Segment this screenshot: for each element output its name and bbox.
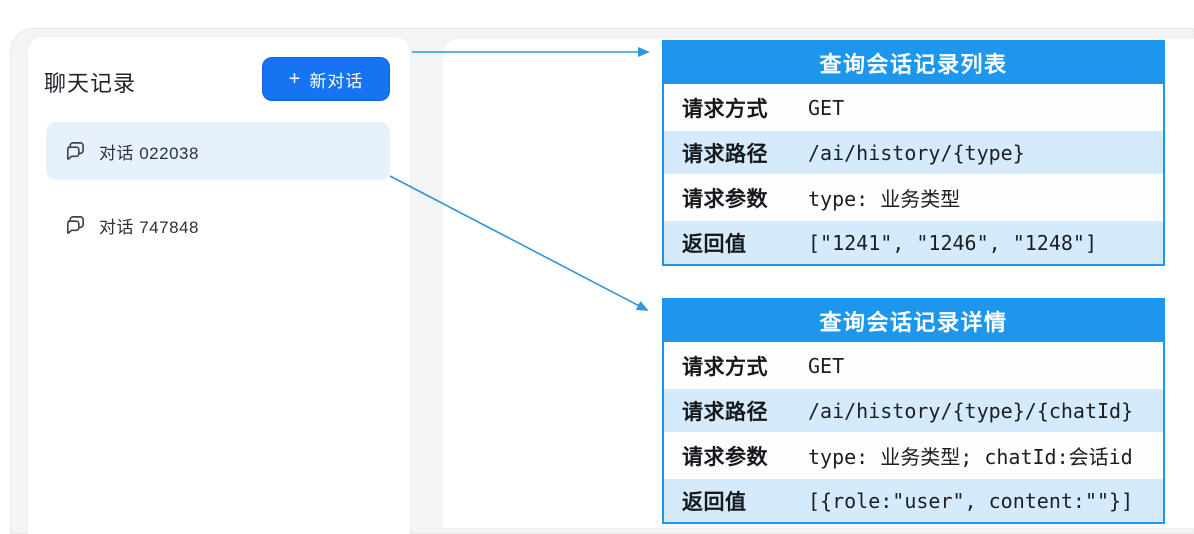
api-table-title: 查询会话记录详情 [664,300,1163,342]
api-row-return: 返回值 [{role:"user", content:""}] [664,477,1163,522]
row-value: type: 业务类型 [808,187,961,211]
plus-icon: + [288,68,301,90]
new-chat-button[interactable]: + 新对话 [262,57,390,101]
row-label: 请求参数 [682,187,768,211]
api-row-params: 请求参数 type: 业务类型; chatId:会话id [664,432,1163,477]
chat-list-item-selected[interactable]: 对话 022038 [46,122,390,180]
row-value: /ai/history/{type} [808,140,1025,165]
row-label: 返回值 [682,232,747,256]
chat-bubble-icon [66,215,84,234]
api-row-path: 请求路径 /ai/history/{type} [664,129,1163,174]
api-table-title: 查询会话记录列表 [664,42,1163,84]
row-value: [{role:"user", content:""}] [808,488,1134,513]
api-row-params: 请求参数 type: 业务类型 [664,174,1163,219]
row-label: 请求方式 [682,355,768,379]
row-value: /ai/history/{type}/{chatId} [808,398,1134,423]
row-label: 请求参数 [682,445,768,469]
row-value: GET [808,95,845,120]
api-table-session-list: 查询会话记录列表 请求方式 GET 请求路径 /ai/history/{type… [662,40,1165,266]
chat-list-item[interactable]: 对话 747848 [46,196,390,254]
row-label: 返回值 [682,490,747,514]
chat-bubble-icon [66,141,84,160]
api-row-path: 请求路径 /ai/history/{type}/{chatId} [664,387,1163,432]
api-row-method: 请求方式 GET [664,342,1163,387]
chat-item-label: 对话 747848 [99,217,199,237]
new-chat-button-label: 新对话 [309,71,364,91]
row-label: 请求方式 [682,97,768,121]
chat-sidebar [28,37,410,534]
chat-item-label: 对话 022038 [99,143,199,163]
row-value: GET [808,353,845,378]
api-row-method: 请求方式 GET [664,84,1163,129]
api-row-return: 返回值 ["1241", "1246", "1248"] [664,219,1163,264]
sidebar-title: 聊天记录 [44,71,137,96]
row-label: 请求路径 [682,142,768,166]
row-label: 请求路径 [682,400,768,424]
row-value: type: 业务类型; chatId:会话id [808,445,1133,469]
api-table-session-detail: 查询会话记录详情 请求方式 GET 请求路径 /ai/history/{type… [662,298,1165,524]
row-value: ["1241", "1246", "1248"] [808,230,1097,255]
